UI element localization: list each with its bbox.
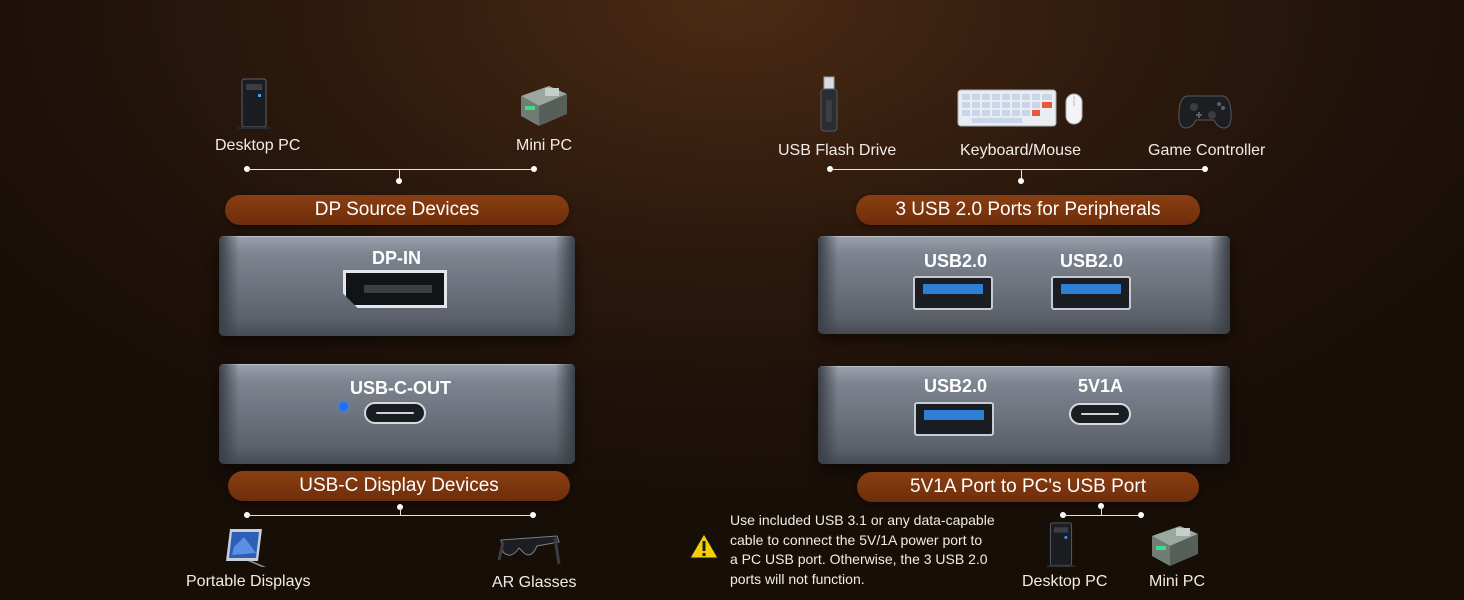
connector-line [247,169,534,170]
hub-usb-side: USB2.0 USB2.0 [818,236,1230,334]
hub-power-side: USB2.0 5V1A [818,366,1230,464]
usb2-port-label: USB2.0 [924,251,988,271]
device-label: Mini PC [516,137,573,154]
displayport-port [343,270,447,308]
connector-line [1063,515,1141,516]
keyboard-mouse-icon [957,89,1083,127]
device-label: Keyboard/Mouse [960,142,1081,159]
warning-line: Use included USB 3.1 or any data-capable [730,512,995,528]
connector-dot [1018,178,1024,184]
device-label: Game Controller [1148,142,1266,159]
dp-source-devices-pill: DP Source Devices [225,195,569,225]
hub-usb-c-out-side: USB-C-OUT [219,364,575,464]
device-label: Mini PC [1149,573,1206,590]
mini-pc-icon [521,86,567,126]
dp-in-label: DP-IN [372,248,421,268]
5v1a-port-label: 5V1A [1078,376,1124,396]
usb-c-display-devices-pill: USB-C Display Devices [228,471,570,501]
usb-c-out-label: USB-C-OUT [350,378,451,398]
usb2-port [1051,276,1131,310]
desktop-pc-icon [238,78,270,129]
mini-pc-icon [1152,526,1198,566]
warning-line: a PC USB port. Otherwise, the 3 USB 2.0 [730,551,988,567]
usb2-port [913,276,993,310]
game-controller-icon [1178,95,1232,129]
hub-dp-side: DP-IN [219,236,575,336]
5v1a-port-pill: 5V1A Port to PC's USB Port [857,472,1199,502]
usb2-port-label: USB2.0 [924,376,988,396]
warning-note: Use included USB 3.1 or any data-capable… [730,511,1030,589]
device-label: USB Flash Drive [778,142,897,159]
usb2-port-label: USB2.0 [1060,251,1124,271]
connector-line [1101,506,1102,515]
connector-dot [396,178,402,184]
connector-dot [530,512,536,518]
connector-line [399,169,400,181]
warning-icon [689,533,719,559]
connector-line [247,515,533,516]
device-label: AR Glasses [492,574,577,591]
connector-line [1021,169,1022,181]
desktop-pc-icon [1046,522,1076,568]
connector-dot [1202,166,1208,172]
connector-dot [531,166,537,172]
device-label: Desktop PC [1022,573,1108,590]
usb2-port [914,402,994,436]
usb-c-out-port [364,402,426,424]
connector-line [830,169,1205,170]
connector-line [400,507,401,515]
portable-display-icon [226,529,266,567]
warning-line: ports will not function. [730,570,865,587]
usb-peripherals-pill: 3 USB 2.0 Ports for Peripherals [856,195,1200,225]
device-label: Portable Displays [186,573,311,590]
ar-glasses-icon [497,535,561,565]
device-label: Desktop PC [215,137,301,154]
connector-dot [1138,512,1144,518]
usb-flash-drive-icon [820,76,838,132]
5v1a-usb-c-port [1069,403,1131,425]
status-led [339,402,348,411]
warning-line: cable to connect the 5V/1A power port to [730,531,983,548]
